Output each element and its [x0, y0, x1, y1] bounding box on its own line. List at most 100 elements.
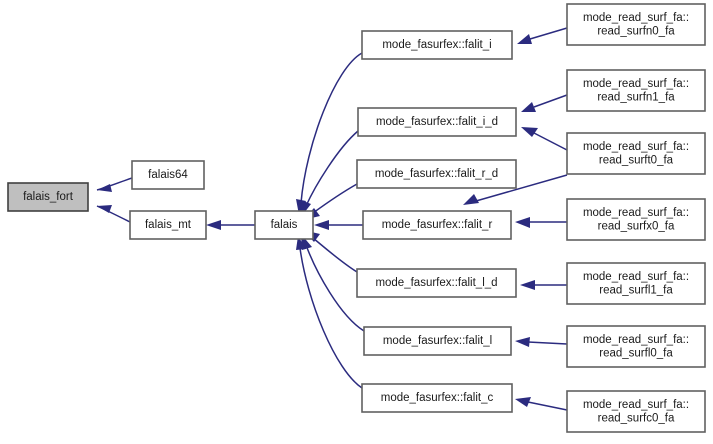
edge-read_surfl1_fa-to-falit_l_d [520, 280, 567, 290]
node-falit_i_d[interactable]: mode_fasurfex::falit_i_d [357, 107, 517, 137]
node-box[interactable] [361, 30, 513, 60]
edge-falais64-to-falais_fort [96, 177, 133, 192]
node-label: mode_read_surf_fa:: [583, 12, 689, 24]
node-box[interactable] [131, 160, 205, 190]
node-falais_fort[interactable]: falais_fort [7, 182, 89, 212]
node-read_surfl1_fa[interactable]: mode_read_surf_fa::read_surfl1_fa [566, 262, 706, 305]
edge-line [312, 237, 358, 273]
node-read_surfn1_fa[interactable]: mode_read_surf_fa::read_surfn1_fa [566, 69, 706, 112]
node-label: mode_fasurfex::falit_c [381, 392, 494, 404]
node-falais_mt[interactable]: falais_mt [129, 210, 207, 240]
node-label: read_surfn1_fa [597, 91, 675, 103]
node-label: mode_fasurfex::falit_i_d [376, 116, 498, 128]
node-label: mode_fasurfex::falit_r_d [375, 168, 498, 180]
edge-read_surfc0_fa-to-falit_c [515, 397, 568, 411]
node-label: mode_fasurfex::falit_i [382, 39, 491, 51]
node-box[interactable] [7, 182, 89, 212]
node-read_surfn0_fa[interactable]: mode_read_surf_fa::read_surfn0_fa [566, 3, 706, 46]
node-falit_i[interactable]: mode_fasurfex::falit_i [361, 30, 513, 60]
node-label: falais_fort [23, 191, 74, 203]
node-read_surft0_fa[interactable]: mode_read_surf_fa::read_surft0_fa [566, 132, 706, 175]
edge-line [305, 130, 359, 207]
node-read_surfl0_fa[interactable]: mode_read_surf_fa::read_surfl0_fa [566, 325, 706, 368]
arrowhead-icon [515, 397, 531, 407]
edge-falais_mt-to-falais_fort [96, 205, 131, 223]
node-label: mode_fasurfex::falit_l_d [375, 277, 497, 289]
edge-falit_r-to-falais [314, 220, 363, 230]
node-box[interactable] [566, 325, 706, 368]
edge-line [475, 174, 568, 202]
edge-read_surft0_fa-to-falit_r [463, 174, 568, 205]
node-falit_l[interactable]: mode_fasurfex::falit_l [363, 326, 512, 356]
node-box[interactable] [361, 383, 513, 413]
node-box[interactable] [356, 268, 517, 298]
arrowhead-icon [314, 220, 329, 230]
edge-falit_i_d-to-falais [301, 130, 359, 217]
arrowhead-icon [97, 205, 112, 213]
edge-line [300, 52, 363, 204]
node-label: mode_read_surf_fa:: [583, 141, 689, 153]
edge-line [299, 247, 363, 389]
arrowhead-icon [463, 194, 479, 205]
edge-read_surfn0_fa-to-falit_i [517, 27, 568, 44]
node-label: mode_read_surf_fa:: [583, 334, 689, 346]
node-falit_c[interactable]: mode_fasurfex::falit_c [361, 383, 513, 413]
node-label: mode_read_surf_fa:: [583, 399, 689, 411]
edge-falais-to-falais_mt [206, 220, 255, 230]
node-box[interactable] [254, 210, 314, 240]
node-label: read_surfx0_fa [598, 220, 675, 232]
node-label: mode_fasurfex::falit_l [383, 335, 492, 347]
arrowhead-icon [515, 217, 530, 228]
node-box[interactable] [356, 159, 517, 189]
edge-read_surfn1_fa-to-falit_i_d [521, 94, 568, 112]
node-falit_l_d[interactable]: mode_fasurfex::falit_l_d [356, 268, 517, 298]
node-label: falais_mt [145, 219, 192, 231]
node-label: falais [271, 219, 298, 231]
node-falais64[interactable]: falais64 [131, 160, 205, 190]
node-label: read_surfc0_fa [598, 412, 675, 424]
node-falais[interactable]: falais [254, 210, 314, 240]
arrowhead-icon [517, 34, 532, 44]
edge-read_surfx0_fa-to-falit_r [515, 217, 567, 228]
node-box[interactable] [129, 210, 207, 240]
node-box[interactable] [566, 198, 706, 241]
edge-falit_i-to-falais [296, 52, 363, 215]
edge-read_surfl0_fa-to-falit_l [515, 337, 568, 347]
node-box[interactable] [357, 107, 517, 137]
node-read_surfc0_fa[interactable]: mode_read_surf_fa::read_surfc0_fa [566, 390, 706, 433]
edge-line [529, 27, 568, 40]
node-falit_r_d[interactable]: mode_fasurfex::falit_r_d [356, 159, 517, 189]
node-label: read_surfn0_fa [597, 25, 675, 37]
arrowhead-icon [521, 127, 538, 137]
node-box[interactable] [566, 262, 706, 305]
edge-falit_c-to-falais [296, 236, 363, 389]
node-label: falais64 [148, 169, 188, 181]
node-read_surfx0_fa[interactable]: mode_read_surf_fa::read_surfx0_fa [566, 198, 706, 241]
arrowhead-icon [515, 337, 530, 347]
edge-line [533, 94, 568, 108]
node-label: read_surft0_fa [599, 154, 674, 166]
arrowhead-icon [520, 280, 535, 290]
edge-line [305, 244, 365, 332]
node-box[interactable] [362, 210, 512, 240]
edge-line [312, 183, 358, 214]
edge-read_surft0_fa-to-falit_i_d [521, 127, 568, 151]
node-label: read_surfl0_fa [599, 347, 673, 359]
node-label: mode_read_surf_fa:: [583, 271, 689, 283]
arrowhead-icon [521, 102, 536, 112]
node-box[interactable] [363, 326, 512, 356]
node-label: mode_read_surf_fa:: [583, 207, 689, 219]
node-falit_r[interactable]: mode_fasurfex::falit_r [362, 210, 512, 240]
node-label: mode_read_surf_fa:: [583, 78, 689, 90]
node-box[interactable] [566, 390, 706, 433]
node-label: mode_fasurfex::falit_r [382, 219, 493, 231]
node-box[interactable] [566, 3, 706, 46]
nodes-layer: falais_fort falais64 falais_mt falais mode_f… [7, 3, 706, 433]
node-box[interactable] [566, 69, 706, 112]
node-label: read_surfl1_fa [599, 284, 673, 296]
edge-line [533, 132, 568, 151]
arrowhead-icon [97, 184, 112, 192]
node-box[interactable] [566, 132, 706, 175]
